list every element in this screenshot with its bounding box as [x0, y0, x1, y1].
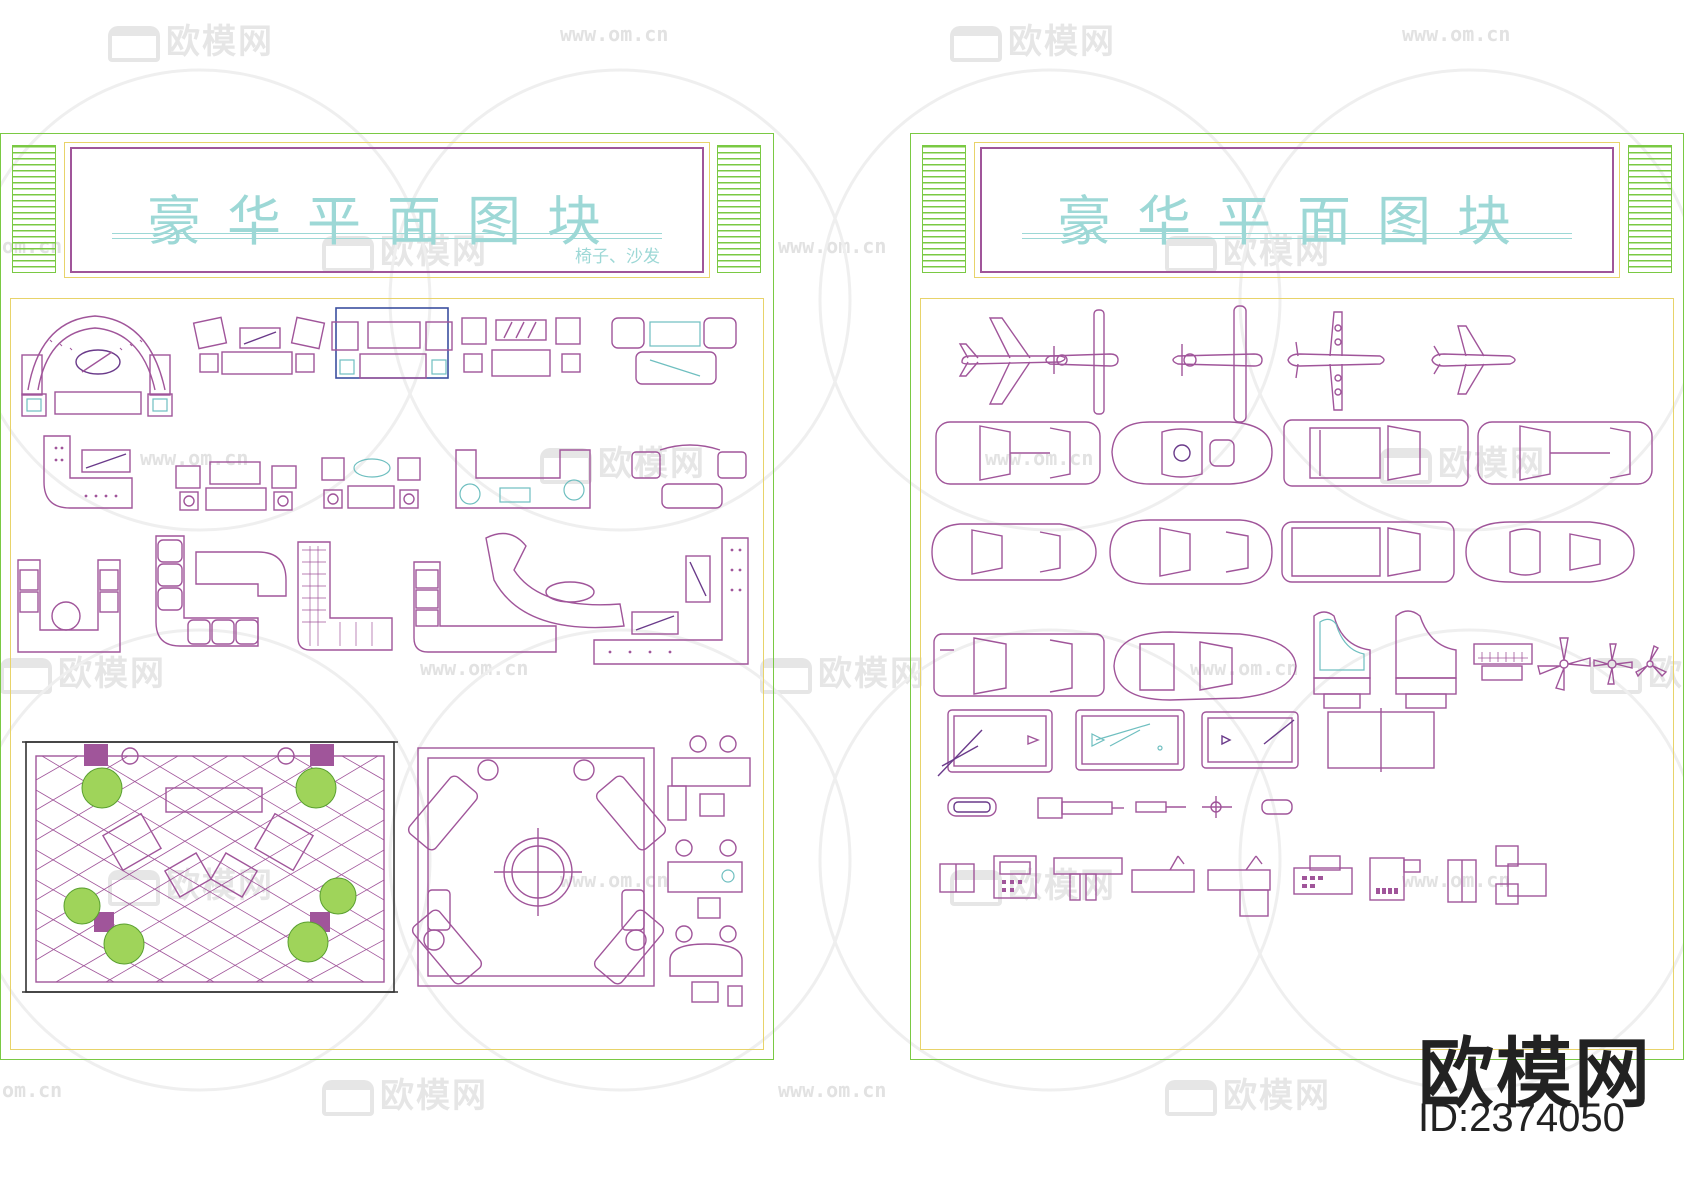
watermark-logo: 欧模网 [108, 14, 274, 63]
billiard-table [937, 709, 1053, 777]
lounge-floor-plan [22, 741, 398, 993]
sedan-top-view [1477, 421, 1653, 485]
watermark-url: www.om.cn [1402, 22, 1511, 46]
left-sheet-inner-frame [10, 298, 764, 1050]
sofa-watermark-icon [1165, 1079, 1217, 1116]
police-car-top-view [933, 633, 1105, 697]
car-top-view [931, 523, 1097, 581]
right-sheet-title: 豪华平面图块 [1057, 190, 1537, 253]
right-title-box: 豪华平面图块 [980, 147, 1614, 273]
propeller-plane [1045, 309, 1119, 415]
sofa-set [192, 316, 326, 375]
vehicle-blocks [931, 305, 1668, 917]
right-sheet-hatch-panel [1628, 145, 1672, 273]
left-sheet-title: 豪华平面图块 [147, 190, 627, 253]
sofa-watermark-icon [322, 1079, 374, 1116]
sofa-set [331, 307, 453, 379]
furniture-blocks [17, 307, 751, 1007]
watermark-logo: 欧模网 [760, 646, 926, 695]
watermark-url: om.cn [2, 1078, 63, 1102]
curved-sectional [413, 532, 625, 653]
billiard-table [1075, 709, 1185, 771]
billiard-table [1201, 711, 1299, 769]
watermark-logo: 欧模网 [1165, 1068, 1331, 1117]
right-sheet-inner-frame [920, 298, 1674, 1050]
sofa-set [631, 444, 747, 509]
title-underline [112, 238, 662, 239]
sofa-set [321, 457, 421, 509]
small-objects [947, 796, 1293, 819]
ceiling-fan [1537, 637, 1591, 691]
watermark-url: www.om.cn [560, 22, 669, 46]
left-title-band [64, 142, 710, 278]
limousine-top-view [1281, 521, 1455, 583]
watermark-url: www.om.cn [778, 234, 887, 258]
title-underline [1022, 233, 1572, 234]
l-shaped-sofa [155, 535, 287, 647]
round-sofa-group [21, 315, 173, 417]
u-shaped-sofa [455, 449, 591, 509]
ceiling-fan [1593, 643, 1633, 685]
office-equipment [939, 845, 1547, 917]
watermark-logo: 欧模网 [950, 14, 1116, 63]
office-desk-set [667, 735, 751, 1007]
grand-piano [1395, 610, 1457, 709]
sofa-set [611, 317, 737, 385]
left-sheet-hatch-panel [12, 145, 56, 273]
l-shaped-sofa-patterned [297, 541, 393, 651]
upright-piano [1473, 643, 1533, 681]
title-underline [1022, 238, 1572, 239]
asset-id: ID:2374050 [1418, 1096, 1625, 1140]
grand-piano [1313, 611, 1371, 709]
jet-plane [1431, 325, 1516, 395]
large-l-sofa [593, 537, 749, 665]
right-sheet-hatch-panel [922, 145, 966, 273]
ceiling-fan [1635, 644, 1668, 678]
brand-stamp: 欧模网 [1418, 1029, 1652, 1118]
table-tennis-table [1327, 708, 1435, 772]
corner-sofa [43, 435, 133, 509]
round-sectional [17, 559, 121, 653]
sports-car-top-view [1113, 631, 1297, 701]
small-aircraft [1172, 305, 1263, 423]
left-sheet-frame [0, 133, 774, 1060]
left-sheet-hatch-panel [717, 145, 761, 273]
pickup-truck-top-view [1283, 419, 1469, 487]
left-title-box: 豪华平面图块 椅子、沙发 [70, 147, 704, 273]
right-title-band [974, 142, 1620, 278]
car-top-view [935, 421, 1101, 485]
coupe-top-view [1465, 521, 1635, 583]
car-top-view [1109, 519, 1273, 585]
sports-car-top-view [1111, 421, 1273, 485]
sofa-set [461, 317, 581, 377]
seating-plan [407, 747, 667, 987]
sofa-watermark-icon [108, 25, 160, 62]
title-underline [112, 233, 662, 234]
left-sheet-subtitle: 椅子、沙发 [575, 247, 660, 267]
watermark-logo: 欧模网 [322, 1068, 488, 1117]
cargo-plane [1287, 311, 1385, 411]
airliner-plane [958, 317, 1066, 405]
sofa-watermark-icon [950, 25, 1002, 62]
watermark-url: www.om.cn [778, 1078, 887, 1102]
sofa-set [175, 461, 297, 511]
